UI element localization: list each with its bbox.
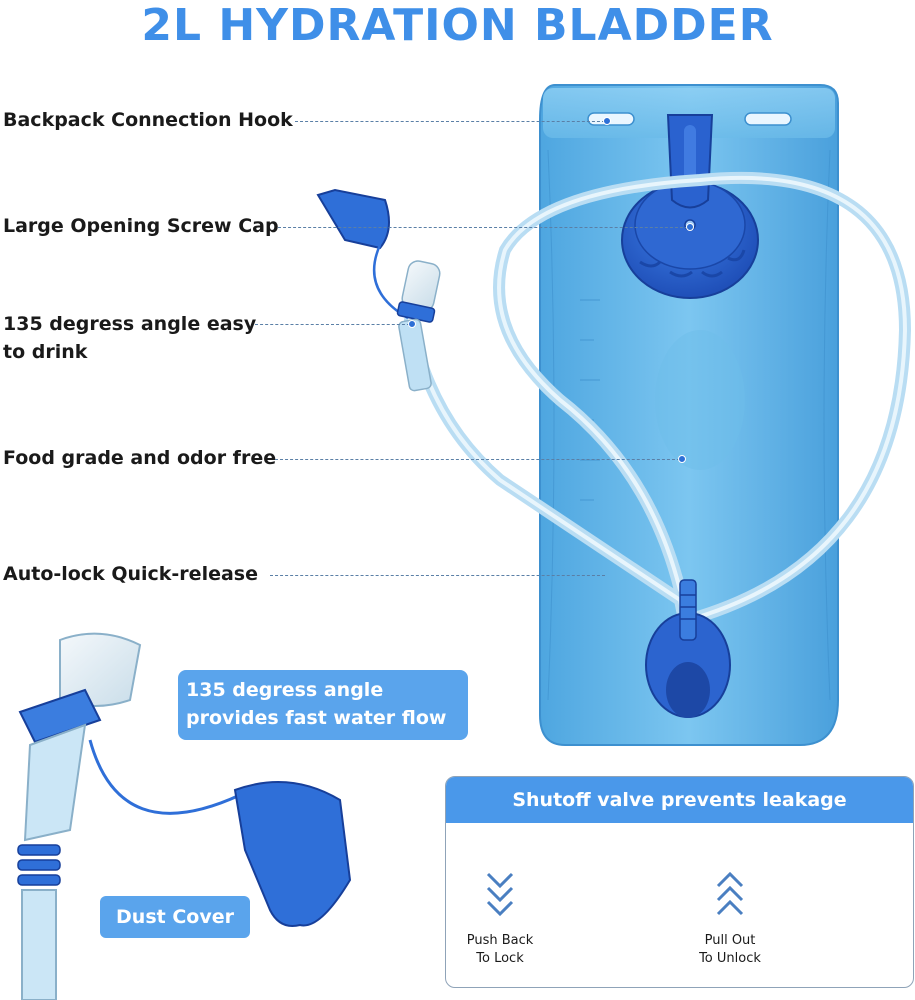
pointer-dot-hook — [603, 117, 611, 125]
caption-push-line2: To Lock — [476, 951, 524, 966]
leader-line-food — [275, 459, 680, 460]
label-angle-line1: 135 degress angle easy — [3, 313, 257, 335]
quick-release-connector — [645, 579, 731, 718]
callout-fast-flow-line1: 135 degress angle — [186, 679, 384, 701]
caption-push-line1: Push Back — [466, 933, 534, 948]
leader-line-autolock — [270, 575, 605, 576]
shutoff-header: Shutoff valve prevents leakage — [446, 777, 913, 823]
callout-fast-flow-line2: provides fast water flow — [186, 707, 447, 729]
leader-line-angle — [255, 324, 410, 325]
callout-fast-flow: 135 degress angle provides fast water fl… — [178, 670, 468, 740]
caption-pull-line1: Pull Out — [704, 933, 756, 948]
caption-pull-unlock: Pull Out To Unlock — [680, 932, 780, 968]
caption-push-lock: Push Back To Lock — [450, 932, 550, 968]
page-title: 2L HYDRATION BLADDER — [141, 0, 774, 51]
bladder-body — [539, 84, 839, 746]
pointer-dot-cap — [686, 223, 694, 231]
bite-valve-upper — [316, 188, 441, 392]
leader-line-cap — [278, 227, 688, 228]
label-auto-lock: Auto-lock Quick-release — [3, 563, 258, 585]
bite-valve-closeup — [17, 632, 352, 1000]
shutoff-panel: Shutoff valve prevents leakage — [445, 776, 914, 988]
callout-dust-cover: Dust Cover — [100, 896, 250, 938]
drink-tube — [404, 171, 912, 646]
pointer-dot-angle — [408, 320, 416, 328]
label-food-grade: Food grade and odor free — [3, 447, 277, 469]
label-backpack-hook: Backpack Connection Hook — [3, 109, 293, 131]
caption-pull-line2: To Unlock — [699, 951, 761, 966]
label-angle-line2: to drink — [3, 341, 88, 363]
label-angle: 135 degress angle easy to drink — [3, 310, 256, 366]
label-screw-cap: Large Opening Screw Cap — [3, 215, 279, 237]
pointer-dot-food — [678, 455, 686, 463]
leader-line-hook — [295, 121, 605, 122]
